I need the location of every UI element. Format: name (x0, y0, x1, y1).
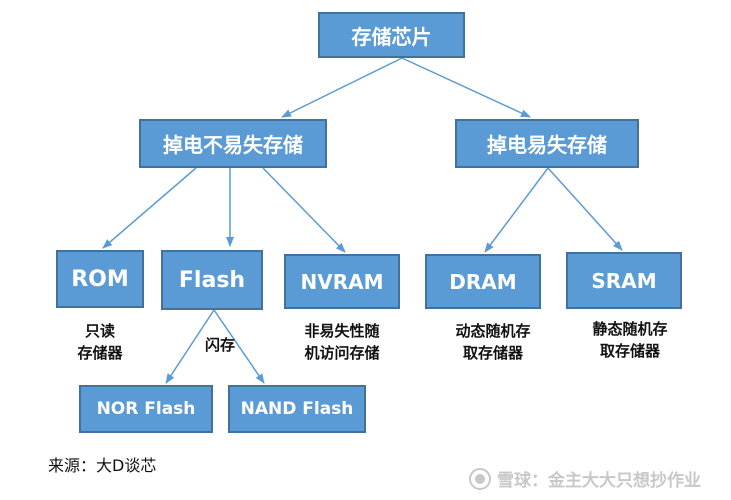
node-nand-flash: NAND Flash (228, 385, 366, 433)
node-volatile-storage: 掉电易失存储 (455, 119, 639, 168)
node-rom: ROM (56, 250, 144, 308)
label-sram: 静态随机存 取存储器 (570, 318, 690, 362)
node-non-volatile-storage: 掉电不易失存储 (139, 119, 327, 168)
label-rom-line2: 存储器 (77, 344, 123, 362)
label-sram-line1: 静态随机存 (592, 320, 668, 338)
label-nvram-line1: 非易失性随 (304, 322, 380, 340)
watermark: 雪球：金主大大只想抄作业 (469, 466, 701, 491)
node-nor-flash: NOR Flash (79, 385, 213, 433)
snowball-logo-icon (469, 467, 491, 490)
edge-root-to-non-volatile (281, 57, 403, 118)
label-sram-line2: 取存储器 (599, 342, 660, 360)
label-dram-line1: 动态随机存 (455, 322, 531, 340)
label-rom: 只读 存储器 (50, 320, 150, 364)
node-storage-chips: 存储芯片 (318, 12, 465, 58)
label-rom-line1: 只读 (84, 322, 115, 340)
label-dram: 动态随机存 取存储器 (433, 320, 553, 364)
label-flash: 闪存 (204, 336, 235, 354)
label-nvram: 非易失性随 机访问存储 (282, 320, 402, 364)
node-nvram: NVRAM (284, 254, 400, 309)
edge-non-volatile-to-rom (102, 167, 197, 249)
node-sram: SRAM (566, 252, 682, 309)
edge-flash-to-nor (165, 309, 215, 384)
node-flash: Flash (161, 250, 263, 310)
label-dram-line2: 取存储器 (462, 344, 523, 362)
watermark-text: 雪球：金主大大只想抄作业 (497, 471, 701, 491)
edge-volatile-to-sram (547, 167, 623, 251)
edge-volatile-to-dram (484, 167, 549, 253)
edge-flash-to-nand (213, 309, 265, 384)
edge-non-volatile-to-nvram (262, 167, 346, 253)
source-note: 来源：大D谈芯 (48, 456, 157, 475)
edge-root-to-volatile (401, 57, 531, 118)
node-dram: DRAM (425, 254, 541, 309)
label-nvram-line2: 机访问存储 (304, 344, 380, 362)
